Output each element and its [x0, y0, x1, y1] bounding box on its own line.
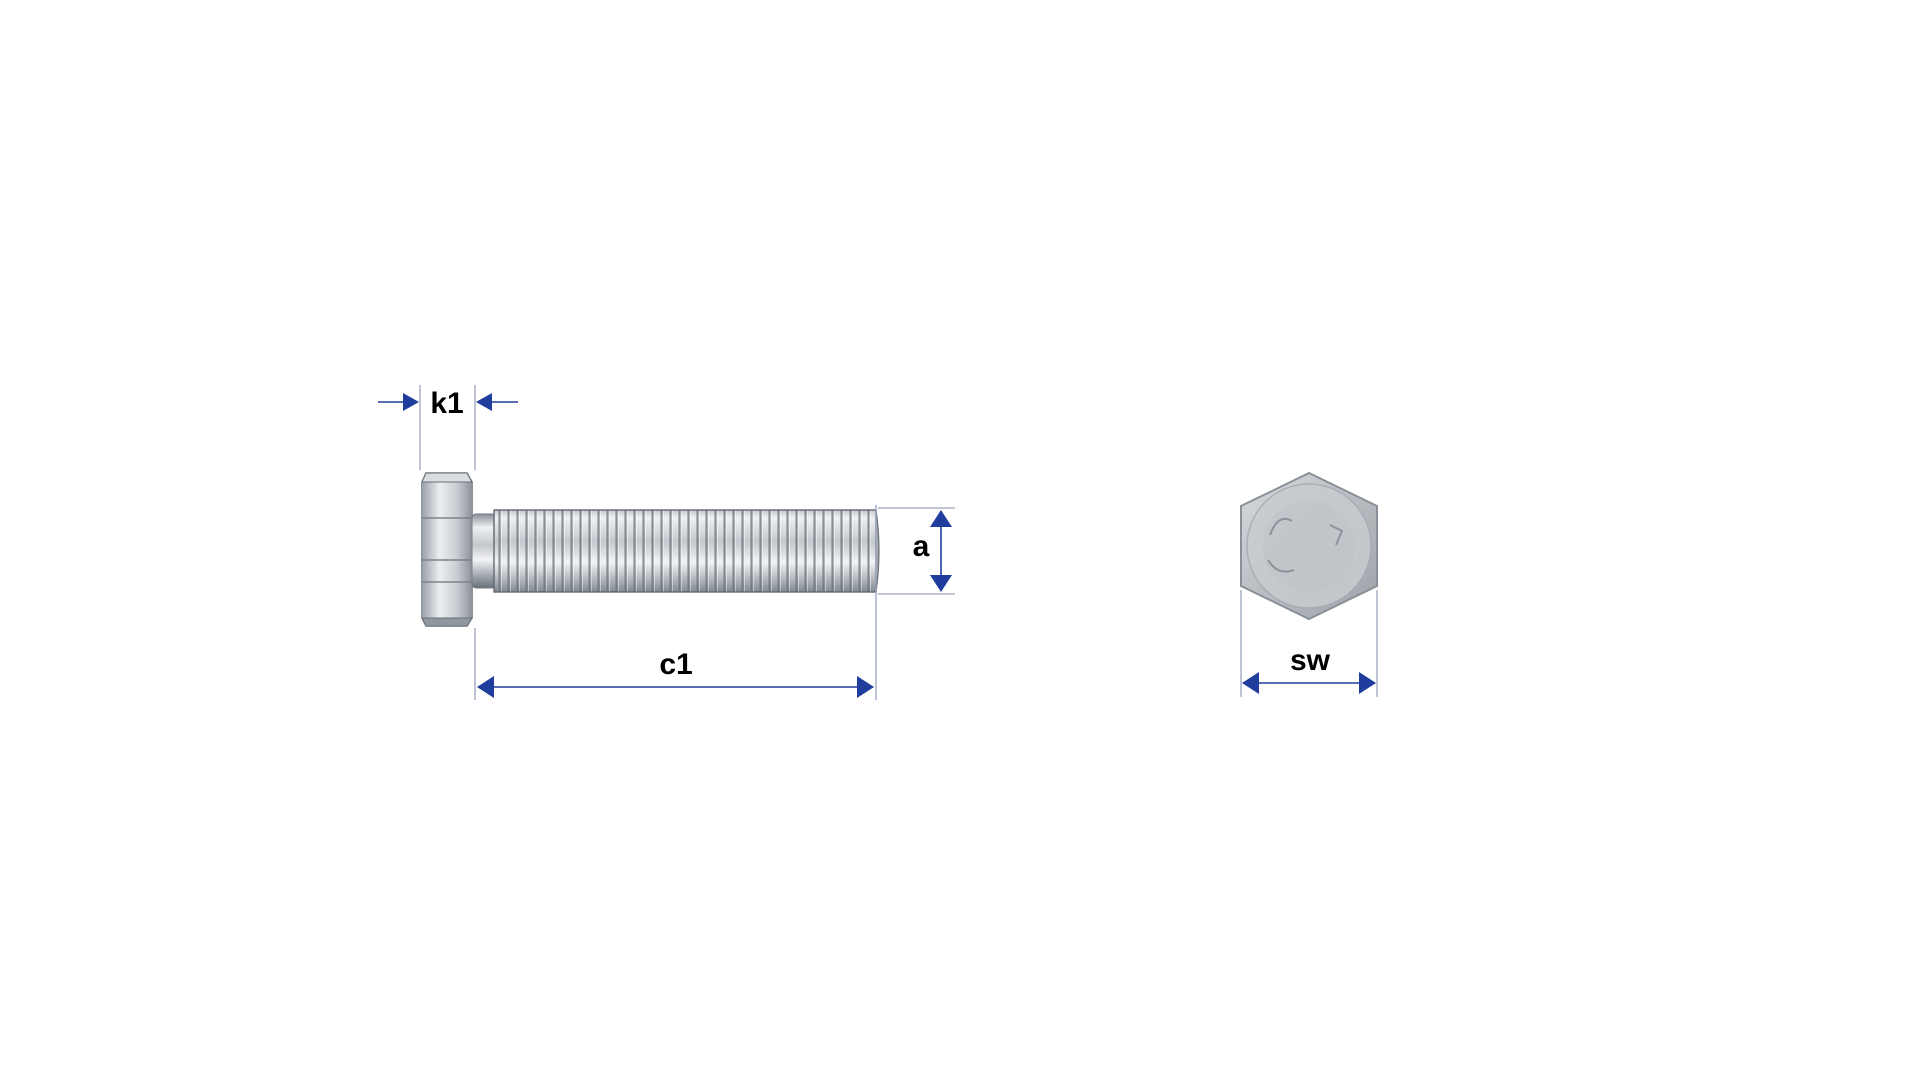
arrow-up-icon: [930, 510, 952, 527]
bolt-thread: [493, 509, 880, 593]
arrow-right-icon: [403, 393, 419, 411]
bolt-end-view: [1240, 471, 1378, 621]
label-c1: c1: [659, 648, 692, 681]
arrow-left-icon: [476, 393, 492, 411]
arrow-down-icon: [930, 575, 952, 592]
dimension-a: a: [913, 510, 952, 592]
arrow-left-icon: [1242, 672, 1259, 694]
bolt-head: [421, 472, 473, 627]
extension-lines: [419, 385, 1378, 700]
arrow-left-icon: [477, 676, 494, 698]
label-a: a: [913, 530, 930, 563]
dimension-c1: c1: [477, 648, 874, 698]
bolt-side-view: [421, 472, 880, 627]
arrow-right-icon: [857, 676, 874, 698]
dimension-k1: k1: [378, 387, 518, 420]
dimension-sw: sw: [1242, 644, 1376, 694]
arrow-right-icon: [1359, 672, 1376, 694]
bolt-neck: [471, 513, 497, 589]
label-k1: k1: [430, 387, 463, 420]
label-sw: sw: [1290, 644, 1331, 677]
